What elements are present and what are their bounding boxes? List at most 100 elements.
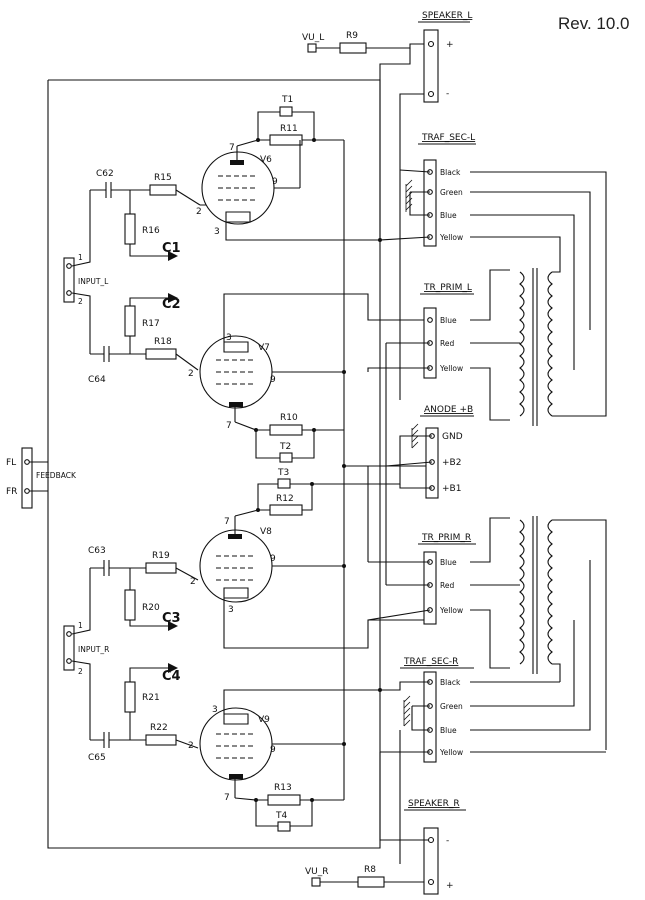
traf-sec-l-blue: Blue xyxy=(440,211,457,220)
v6-pin-7: 7 xyxy=(229,143,235,153)
traf-sec-l-yellow: Yellow xyxy=(439,233,463,242)
anode-b-connector: ANODE +B GND +B2 +B1 xyxy=(385,405,474,499)
tr-prim-l-title: TR_PRIM_L xyxy=(423,283,472,293)
r10-label: R10 xyxy=(280,413,298,423)
input-r-pin-1-label: 1 xyxy=(78,621,83,630)
speaker-r-title: SPEAKER_R xyxy=(408,799,460,809)
c62-label: C62 xyxy=(96,169,114,179)
tr-prim-l-red: Red xyxy=(440,339,454,348)
vu-l-section: VU_L R9 xyxy=(302,31,424,54)
v6-pin-9: 9 xyxy=(272,177,278,187)
t4-label: T4 xyxy=(275,811,287,821)
tr-prim-r-title: TR_PRIM_R xyxy=(421,533,471,543)
input-l-title: INPUT_L xyxy=(78,277,109,286)
v8-pin-7: 7 xyxy=(224,517,230,527)
tube-v8: V8 7 2 3 9 xyxy=(190,516,300,615)
v8-pin-9: 9 xyxy=(270,554,276,564)
resistor-r18: R18 xyxy=(145,337,199,371)
input-l-wires xyxy=(71,190,91,354)
c1-label: C1 xyxy=(162,241,181,256)
v6-label: V6 xyxy=(260,155,272,165)
v7-pin-9: 9 xyxy=(270,375,276,385)
r21-label: R21 xyxy=(142,693,160,703)
resistor-r12-trimmer-t3: T3 R12 xyxy=(234,468,344,517)
resistor-r19: R19 xyxy=(145,551,199,581)
test-point-c4: C4 xyxy=(150,663,181,684)
vu-l-label: VU_L xyxy=(302,33,324,43)
input-r-title: INPUT_R xyxy=(78,645,109,654)
feedback-pin-fl xyxy=(24,459,30,465)
c4-label: C4 xyxy=(162,669,181,684)
test-point-c1: C1 xyxy=(150,241,181,261)
v9-pin-3: 3 xyxy=(212,705,218,715)
feedback-pin-fr-label: FR xyxy=(6,487,17,497)
resistor-r13-trimmer-t4: R13 T4 xyxy=(234,783,344,832)
tube-v7: V7 3 2 7 9 xyxy=(188,333,300,431)
speaker-r-connector: SPEAKER_R - + xyxy=(404,799,466,895)
vu-r-label: VU_R xyxy=(305,867,329,877)
resistor-r15: R15 xyxy=(149,173,201,206)
resistor-r10-trimmer-t2: R10 T2 xyxy=(234,413,344,463)
r19-label: R19 xyxy=(152,551,170,561)
input-r-wires xyxy=(71,568,91,740)
c3-label: C3 xyxy=(162,611,181,626)
input-l-pin-1-label: 1 xyxy=(78,253,83,262)
r13-label: R13 xyxy=(274,783,292,793)
r8-label: R8 xyxy=(364,865,376,875)
t3-label: T3 xyxy=(277,468,289,478)
r16-label: R16 xyxy=(142,226,160,236)
input-l-pin-2-label: 2 xyxy=(78,297,83,306)
speaker-l-title: SPEAKER_L xyxy=(422,11,472,21)
cathode-bus xyxy=(299,140,345,800)
traf-sec-l-black: Black xyxy=(440,168,461,177)
v9-label: V9 xyxy=(258,715,270,725)
anode-b1: +B1 xyxy=(442,484,461,494)
resistor-r11-trimmer-t1: T1 R11 xyxy=(236,95,344,147)
capacitor-c63: C63 xyxy=(88,546,146,576)
output-transformer-r xyxy=(519,516,607,750)
speaker-r-plus: + xyxy=(446,881,454,891)
speaker-r-minus: - xyxy=(446,836,449,846)
test-point-c2: C2 xyxy=(150,293,181,312)
r12-label: R12 xyxy=(276,494,294,504)
tr-prim-r-blue: Blue xyxy=(440,558,457,567)
c65-label: C65 xyxy=(88,753,106,763)
signal-wires xyxy=(223,222,430,714)
t1-label: T1 xyxy=(281,95,293,105)
input-l-pin-2 xyxy=(66,290,72,296)
r18-label: R18 xyxy=(154,337,172,347)
input-r-connector xyxy=(63,625,75,671)
r9-label: R9 xyxy=(346,31,358,41)
feedback-wires xyxy=(29,461,48,492)
r17-label: R17 xyxy=(142,319,160,329)
traf-sec-r-black: Black xyxy=(440,678,461,687)
v6-pin-3: 3 xyxy=(214,227,220,237)
v6-pin-2: 2 xyxy=(196,207,202,217)
feedback-loop-frame xyxy=(47,79,381,849)
feedback-pin-fr xyxy=(24,488,30,494)
capacitor-c62: C62 xyxy=(90,169,150,198)
v7-pin-3: 3 xyxy=(226,333,232,343)
tr-prim-l-blue: Blue xyxy=(440,316,457,325)
input-r-pin-2-label: 2 xyxy=(78,667,83,676)
tr-prim-l-connector: TR_PRIM_L Blue Red Yellow xyxy=(367,269,520,466)
r11-label: R11 xyxy=(280,124,298,134)
input-r-pin-1 xyxy=(66,631,72,637)
c63-label: C63 xyxy=(88,546,106,556)
vu-r-section: VU_R R8 xyxy=(305,865,430,888)
tr-prim-r-connector: TR_PRIM_R Blue Red Yellow xyxy=(367,466,520,669)
traf-sec-r-connector: TRAF_SEC-R Black Green Blue Yellow xyxy=(379,560,606,864)
input-r-pin-2 xyxy=(66,658,72,664)
v7-pin-2: 2 xyxy=(188,369,194,379)
input-l-connector xyxy=(63,257,75,303)
capacitor-c64: C64 xyxy=(88,346,146,385)
anode-title: ANODE +B xyxy=(424,405,473,415)
v8-label: V8 xyxy=(260,527,272,537)
tr-prim-l-yellow: Yellow xyxy=(439,364,463,373)
output-transformer-l xyxy=(519,260,607,426)
tube-v6: V6 7 2 3 9 xyxy=(196,143,300,237)
speaker-l-plus: + xyxy=(446,40,454,50)
v7-pin-7: 7 xyxy=(226,421,232,431)
